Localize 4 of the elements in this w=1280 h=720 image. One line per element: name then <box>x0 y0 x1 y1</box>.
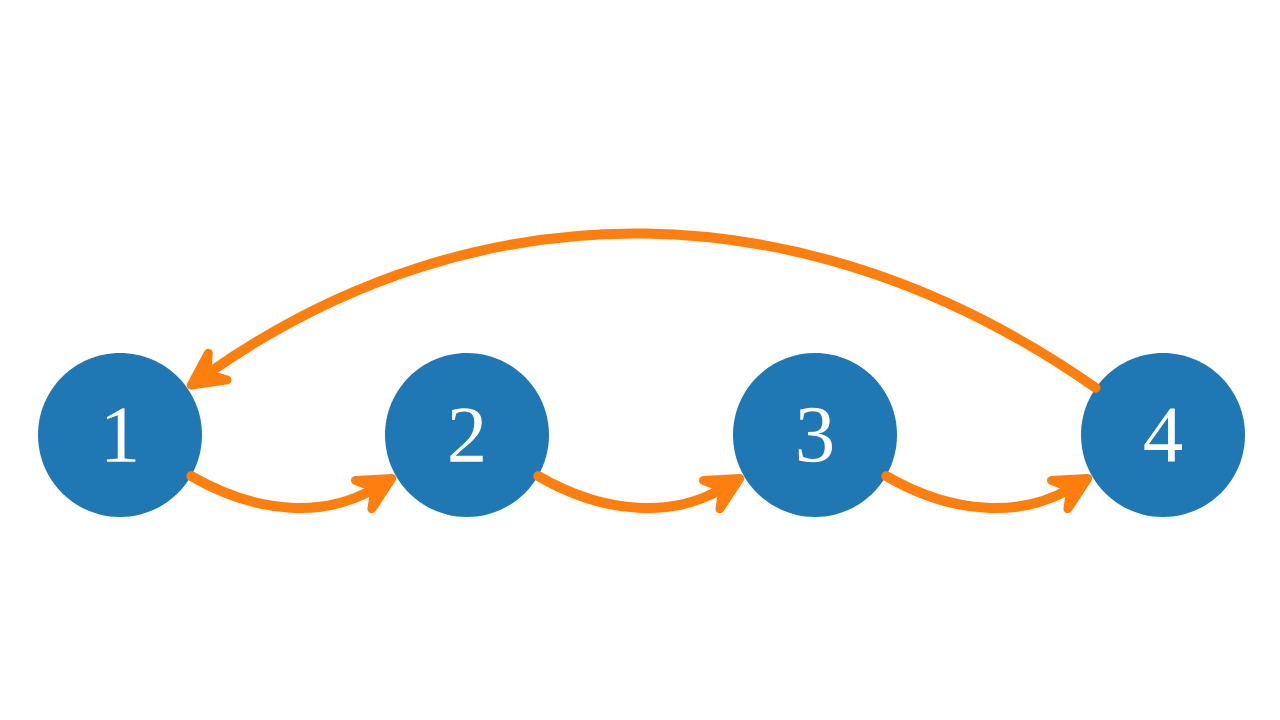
arrow <box>186 228 1101 393</box>
arrow <box>186 471 397 514</box>
arrow <box>881 471 1093 514</box>
arrow <box>533 471 745 514</box>
